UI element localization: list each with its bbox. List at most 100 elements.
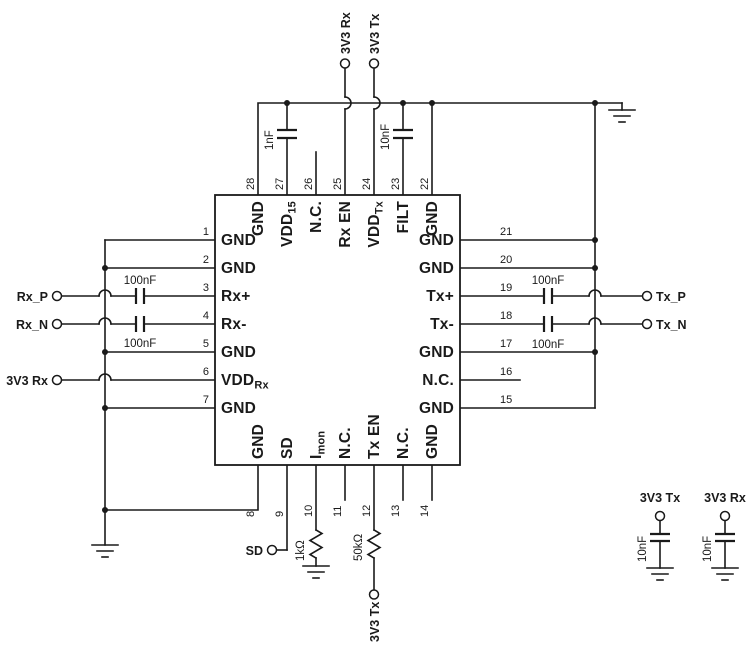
pin-18-label: Tx-: [430, 316, 454, 333]
pin-26-number: 26: [303, 178, 315, 190]
pin-8-label: GND: [250, 424, 267, 459]
terminal-dec-rx-circle: [719, 510, 731, 522]
ground-symbol-dec-tx: [646, 567, 674, 581]
capacitor-rxp: [134, 288, 146, 304]
terminal-txn-label: Tx_N: [656, 318, 687, 332]
pin-21-label: GND: [419, 232, 454, 249]
terminal-dec-tx-label: 3V3 Tx: [640, 491, 680, 505]
resistor-sd-pulldown: [308, 528, 324, 560]
capacitor-rxn: [134, 316, 146, 332]
junction-dots: [102, 100, 598, 513]
pin-25-number: 25: [332, 178, 344, 190]
terminal-top-tx-supply-label: 3V3 Tx: [368, 14, 382, 54]
pin-18-number: 18: [500, 310, 512, 322]
capacitor-txn: [542, 316, 554, 332]
pin-7-label: GND: [221, 400, 256, 417]
pin-10-label: Imon: [308, 431, 328, 459]
pin-16-label: N.C.: [422, 372, 454, 389]
resistor-sd-value: 1kΩ: [295, 540, 307, 561]
pin-6-label: VDDRx: [221, 372, 269, 392]
terminal-top-rx-supply-circle: [339, 58, 351, 69]
terminal-txp-circle: [641, 290, 653, 302]
pin-10-number: 10: [303, 505, 315, 517]
ground-symbol-sd-resistor: [302, 565, 330, 579]
pin-26-label: N.C.: [308, 201, 325, 233]
pin-3-label: Rx+: [221, 288, 250, 305]
pin-17-label: GND: [419, 344, 454, 361]
pin-25-label: Rx EN: [337, 201, 354, 248]
capacitor-filt-value: 10nF: [380, 124, 392, 150]
pin-23-label: FILT: [395, 201, 412, 234]
pin-21-number: 21: [500, 226, 512, 238]
capacitor-filt: [393, 128, 413, 140]
pin-24-number: 24: [361, 178, 373, 190]
pin-7-number: 7: [203, 394, 209, 406]
pin-24-label: VDDTx: [366, 200, 386, 247]
pin-22-number: 22: [419, 178, 431, 190]
terminal-rxp-label: Rx_P: [17, 290, 48, 304]
terminal-txn-circle: [641, 318, 653, 330]
pin-2-number: 2: [203, 254, 209, 266]
terminal-top-tx-supply-circle: [368, 58, 380, 69]
capacitor-rxp-value: 100nF: [124, 275, 157, 287]
pin-15-label: GND: [419, 400, 454, 417]
ground-symbol-top-right: [608, 109, 636, 123]
resistor-txen-value: 50kΩ: [353, 533, 365, 561]
terminal-top-rx-supply-label: 3V3 Rx: [339, 12, 353, 54]
terminal-sd-label: SD: [246, 544, 263, 558]
pin-12-number: 12: [361, 505, 373, 517]
pin-1-number: 1: [203, 226, 209, 238]
pin-2-label: GND: [221, 260, 256, 277]
circuit-wires: [60, 67, 726, 591]
pin-8-number: 8: [245, 511, 257, 517]
pin-9-number: 9: [274, 511, 286, 517]
pin-5-label: GND: [221, 344, 256, 361]
pin-19-number: 19: [500, 282, 512, 294]
terminal-rxn-label: Rx_N: [16, 318, 48, 332]
pin-3-number: 3: [203, 282, 209, 294]
capacitor-txp-value: 100nF: [532, 275, 565, 287]
pin-19-label: Tx+: [426, 288, 454, 305]
terminal-rx-supply-label: 3V3 Rx: [6, 374, 48, 388]
terminal-rxn-circle: [51, 318, 63, 330]
capacitor-vdd15-value: 1nF: [264, 130, 276, 150]
terminal-dec-tx-circle: [654, 510, 666, 522]
pin-16-number: 16: [500, 366, 512, 378]
terminal-txen-supply-circle: [368, 589, 380, 600]
capacitor-dec-rx-value: 10nF: [702, 536, 714, 562]
pin-28-label: GND: [250, 201, 267, 236]
pin-27-number: 27: [274, 178, 286, 190]
pin-11-label: N.C.: [337, 427, 354, 459]
pin-5-number: 5: [203, 338, 209, 350]
capacitor-dec-tx: [650, 532, 670, 543]
capacitor-vdd15: [277, 128, 297, 140]
pin-13-label: N.C.: [395, 427, 412, 459]
pin-11-number: 11: [332, 506, 344, 517]
pin-14-label: GND: [424, 424, 441, 459]
terminal-dec-rx-label: 3V3 Rx: [704, 491, 746, 505]
pin-1-label: GND: [221, 232, 256, 249]
terminal-sd-circle: [266, 544, 278, 556]
pin-14-number: 14: [419, 505, 431, 517]
terminal-txen-supply-label: 3V3 Tx: [368, 602, 382, 642]
resistor-txen-pullup: [366, 528, 382, 560]
ic-body: [214, 194, 461, 466]
terminal-rxp-circle: [51, 290, 63, 302]
pin-28-number: 28: [245, 178, 257, 190]
pin-9-label: SD: [279, 437, 296, 459]
pin-15-number: 15: [500, 394, 512, 406]
capacitor-dec-tx-value: 10nF: [637, 536, 649, 562]
pin-20-number: 20: [500, 254, 512, 266]
ground-symbol-dec-rx: [711, 567, 739, 581]
pin-13-number: 13: [390, 505, 402, 517]
pin-12-label: Tx EN: [366, 414, 383, 459]
pin-6-number: 6: [203, 366, 209, 378]
capacitor-txn-value: 100nF: [532, 339, 565, 351]
capacitor-dec-rx: [715, 532, 735, 543]
pin-4-label: Rx-: [221, 316, 247, 333]
ground-symbol-left: [91, 544, 119, 558]
pin-22-label: GND: [424, 201, 441, 236]
terminal-rx-supply-circle: [51, 374, 63, 386]
